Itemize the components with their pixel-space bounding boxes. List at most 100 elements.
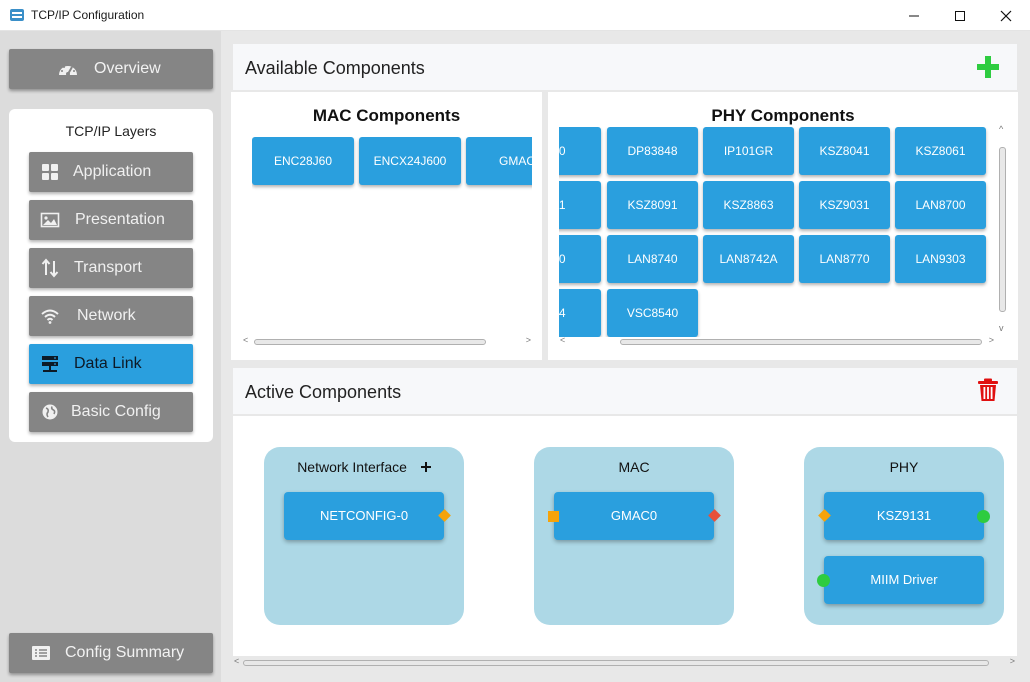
phy-component-ksz9031[interactable]: KSZ9031: [799, 181, 890, 229]
layer-transport-button[interactable]: Transport: [29, 248, 193, 288]
trash-icon[interactable]: [977, 378, 999, 402]
ksz9131-node[interactable]: KSZ9131: [824, 492, 984, 540]
phy-components-panel: PHY Components 640 DP83848 IP101GR KSZ80…: [548, 92, 1018, 360]
mac-group: MAC GMAC0: [534, 447, 734, 625]
summary-list-icon: [32, 646, 50, 660]
active-components-canvas: Network Interface NETCONFIG-0 MAC GMAC0 …: [233, 416, 1017, 656]
window-title: TCP/IP Configuration: [31, 8, 145, 22]
config-summary-button[interactable]: Config Summary: [9, 633, 213, 673]
close-button[interactable]: [983, 0, 1029, 31]
layer-label: Data Link: [74, 355, 142, 372]
layer-basic-config-button[interactable]: Basic Config: [29, 392, 193, 432]
minimize-icon: [909, 15, 919, 17]
available-components-header: Available Components: [233, 44, 1017, 90]
mac-components-panel: MAC Components ENC28J60 ENCX24J600 GMAC …: [231, 92, 542, 360]
phy-component-vsc8540[interactable]: VSC8540: [607, 289, 698, 337]
group-label: Network Interface: [264, 459, 464, 475]
phy-component-lan8700[interactable]: LAN8700: [895, 181, 986, 229]
phy-group: PHY KSZ9131 MIIM Driver: [804, 447, 1004, 625]
layer-application-button[interactable]: Application: [29, 152, 193, 192]
phy-component-dp83848[interactable]: DP83848: [607, 127, 698, 175]
phy-component-ksz8061[interactable]: KSZ8061: [895, 127, 986, 175]
overview-button[interactable]: Overview: [9, 49, 213, 89]
available-components-title: Available Components: [245, 58, 425, 78]
network-interface-group: Network Interface NETCONFIG-0: [264, 447, 464, 625]
phy-component-lan8742a[interactable]: LAN8742A: [703, 235, 794, 283]
scroll-right-icon[interactable]: >: [988, 335, 994, 345]
phy-component-lan8740[interactable]: LAN8740: [607, 235, 698, 283]
scroll-thumb[interactable]: [620, 339, 982, 345]
scroll-thumb[interactable]: [254, 339, 486, 345]
layer-presentation-button[interactable]: Presentation: [29, 200, 193, 240]
layer-label: Network: [77, 307, 136, 324]
maximize-button[interactable]: [937, 0, 983, 31]
phy-component-ksz8863[interactable]: KSZ8863: [703, 181, 794, 229]
scroll-thumb[interactable]: [999, 147, 1006, 312]
phy-component-partial[interactable]: 354: [559, 289, 601, 337]
canvas-horizontal-scrollbar[interactable]: < >: [233, 656, 1017, 669]
output-port[interactable]: [977, 510, 990, 523]
dashboard-gauge-icon: [59, 64, 77, 76]
scroll-left-icon[interactable]: <: [560, 335, 566, 345]
title-bar: TCP/IP Configuration: [0, 0, 1030, 31]
active-components-header: Active Components: [233, 368, 1017, 414]
scroll-left-icon[interactable]: <: [243, 335, 249, 345]
wifi-icon: [41, 309, 59, 324]
sidebar: Overview TCP/IP Layers Application Prese…: [0, 31, 221, 682]
image-icon: [40, 212, 60, 228]
input-port[interactable]: [548, 511, 559, 522]
phy-component-ksz8091[interactable]: KSZ8091: [607, 181, 698, 229]
phy-component-ip101gr[interactable]: IP101GR: [703, 127, 794, 175]
scroll-right-icon[interactable]: >: [1009, 656, 1015, 666]
mac-group-label: MAC: [618, 459, 650, 475]
scroll-left-icon[interactable]: <: [234, 656, 240, 666]
tcpip-layers-panel: TCP/IP Layers Application Presentation: [9, 109, 213, 442]
mac-components-list: ENC28J60 ENCX24J600 GMAC: [252, 137, 532, 192]
layer-network-button[interactable]: Network: [29, 296, 193, 336]
mac-horizontal-scrollbar[interactable]: < >: [241, 335, 533, 348]
netconfig-node[interactable]: NETCONFIG-0: [284, 492, 444, 540]
plus-icon[interactable]: [420, 462, 431, 472]
overview-label: Overview: [94, 60, 161, 77]
scroll-up-icon[interactable]: ^: [999, 124, 1004, 134]
phy-vertical-scrollbar[interactable]: ^ v: [997, 124, 1009, 335]
phy-component-partial[interactable]: 720: [559, 235, 601, 283]
layer-data-link-button[interactable]: Data Link: [29, 344, 193, 384]
gmac0-node[interactable]: GMAC0: [554, 492, 714, 540]
mac-component-gmac[interactable]: GMAC: [466, 137, 532, 185]
scroll-right-icon[interactable]: >: [525, 335, 531, 345]
mac-component-encx24j600[interactable]: ENCX24J600: [359, 137, 461, 185]
phy-components-title: PHY Components: [711, 106, 855, 125]
layers-title: TCP/IP Layers: [65, 123, 157, 139]
layer-label: Application: [73, 163, 152, 180]
layer-label: Presentation: [75, 211, 165, 228]
maximize-icon: [955, 11, 965, 21]
active-components-title: Active Components: [245, 382, 402, 402]
phy-component-lan8770[interactable]: LAN8770: [799, 235, 890, 283]
scroll-down-icon[interactable]: v: [999, 323, 1004, 333]
arrows-updown-icon: [41, 258, 59, 278]
grid-icon: [42, 164, 58, 180]
app-logo-icon: [10, 9, 24, 21]
scroll-thumb[interactable]: [243, 660, 989, 666]
phy-components-grid: 640 DP83848 IP101GR KSZ8041 KSZ8061 081 …: [559, 127, 994, 337]
phy-component-partial[interactable]: 081: [559, 181, 601, 229]
input-port[interactable]: [817, 574, 830, 587]
main-area: Available Components MAC Components ENC2…: [221, 31, 1030, 682]
plus-icon[interactable]: [976, 55, 1000, 79]
phy-component-partial[interactable]: 640: [559, 127, 601, 175]
phy-horizontal-scrollbar[interactable]: < >: [558, 335, 996, 348]
close-icon: [1000, 10, 1012, 22]
network-interface-label: Network Interface: [297, 459, 407, 475]
minimize-button[interactable]: [891, 0, 937, 31]
layer-label: Transport: [74, 259, 142, 276]
server-icon: [42, 356, 58, 372]
config-summary-label: Config Summary: [65, 644, 185, 661]
phy-component-lan9303[interactable]: LAN9303: [895, 235, 986, 283]
phy-component-ksz8041[interactable]: KSZ8041: [799, 127, 890, 175]
layer-label: Basic Config: [71, 403, 161, 420]
mac-component-enc28j60[interactable]: ENC28J60: [252, 137, 354, 185]
phy-group-label: PHY: [889, 459, 919, 475]
globe-icon: [42, 404, 58, 420]
miim-driver-node[interactable]: MIIM Driver: [824, 556, 984, 604]
